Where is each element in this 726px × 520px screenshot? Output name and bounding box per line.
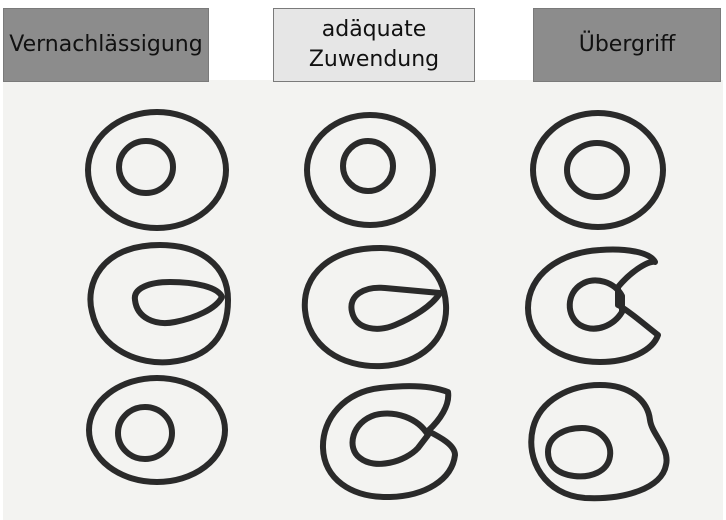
- ring-neglect-1: [85, 109, 229, 231]
- ring-neglect-2: [87, 242, 231, 366]
- label-overstep-text: Übergriff: [578, 32, 676, 57]
- ring-overstep-2: [525, 246, 661, 365]
- ring-adequate-3: [319, 383, 458, 501]
- label-neglect-text: Vernachlässigung: [9, 32, 203, 57]
- ring-adequate-1: [304, 112, 436, 228]
- label-overstep: Übergriff: [533, 8, 721, 82]
- label-neglect: Vernachlässigung: [3, 8, 209, 82]
- ring-overstep-1: [530, 110, 666, 230]
- ring-overstep-3: [528, 382, 670, 502]
- ring-adequate-2: [301, 245, 450, 370]
- label-adequate-care-line1: adäquate: [321, 17, 427, 42]
- label-adequate-care-line2: Zuwendung: [308, 47, 440, 72]
- label-adequate-care: adäquate Zuwendung: [273, 8, 475, 82]
- ring-neglect-3: [86, 375, 228, 485]
